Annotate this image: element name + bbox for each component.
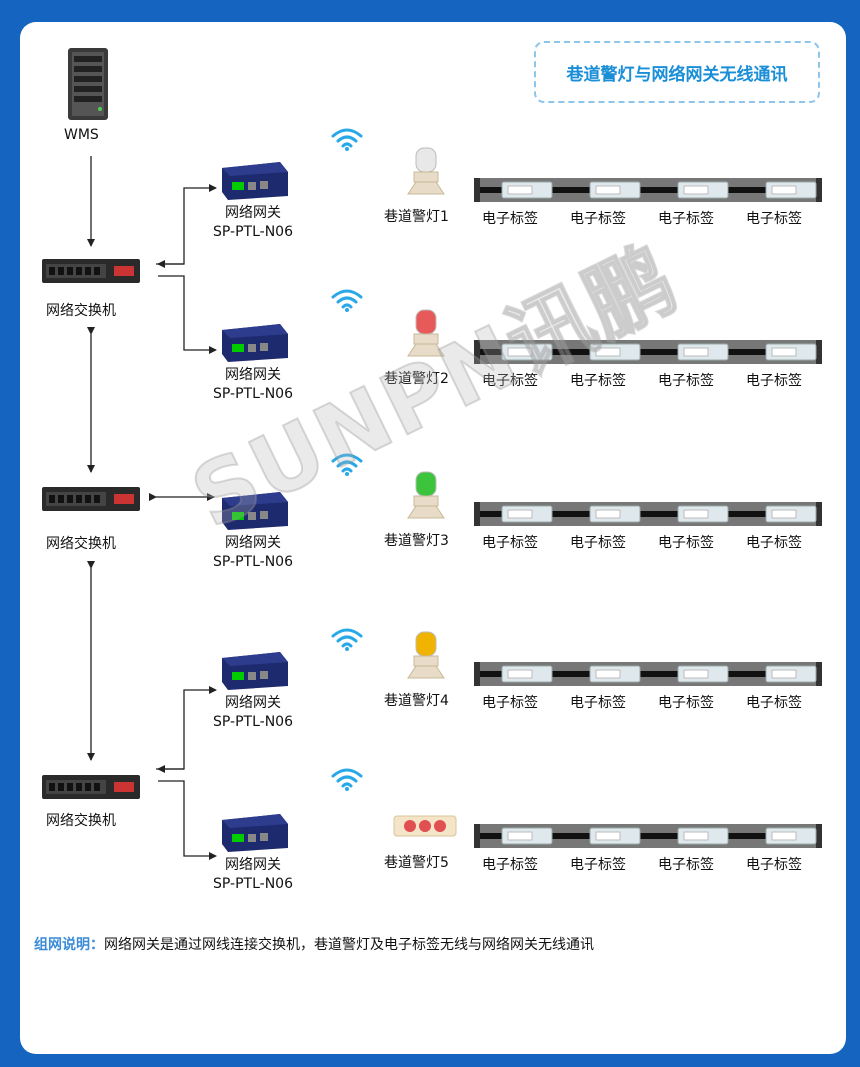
gateway-name-label: 网络网关: [225, 367, 281, 383]
wifi-icon: [331, 289, 363, 312]
electronic-tag-label: 电子标签: [482, 211, 538, 227]
electronic-tag-label: 电子标签: [570, 695, 626, 711]
server-icon: [68, 48, 108, 120]
gateway-model-label: SP-PTL-N06: [213, 876, 293, 892]
gateway-device-icon: [222, 814, 288, 852]
gateway-name-label: 网络网关: [225, 695, 281, 711]
electronic-tag-label: 电子标签: [658, 211, 714, 227]
gateway-device-icon: [222, 324, 288, 362]
electronic-tag-label: 电子标签: [746, 857, 802, 873]
electronic-tag-label: 电子标签: [658, 373, 714, 389]
aisle-light-label: 巷道警灯4: [384, 693, 449, 709]
electronic-tag-label: 电子标签: [482, 857, 538, 873]
electronic-tag-label: 电子标签: [570, 211, 626, 227]
gateway-device-icon: [222, 492, 288, 530]
shelf-rail-with-electronic-tags: [474, 178, 822, 202]
electronic-tag-label: 电子标签: [746, 535, 802, 551]
shelf-rail-with-electronic-tags: [474, 662, 822, 686]
electronic-tag-label: 电子标签: [570, 857, 626, 873]
gateway-device-icon: [222, 162, 288, 200]
gateway-model-label: SP-PTL-N06: [213, 554, 293, 570]
electronic-tag-label: 电子标签: [482, 695, 538, 711]
aisle-light-label: 巷道警灯1: [384, 209, 449, 225]
switch-label-3: 网络交换机: [46, 813, 116, 829]
network-switch-icon: [42, 775, 140, 799]
gateway-model-label: SP-PTL-N06: [213, 386, 293, 402]
gateway-model-label: SP-PTL-N06: [213, 714, 293, 730]
network-switch-icon: [42, 487, 140, 511]
gateway-name-label: 网络网关: [225, 535, 281, 551]
electronic-tag-label: 电子标签: [658, 857, 714, 873]
aisle-light-label: 巷道警灯5: [384, 855, 449, 871]
network-switch-icon: [42, 259, 140, 283]
electronic-tag-label: 电子标签: [482, 373, 538, 389]
switch-label-2: 网络交换机: [46, 536, 116, 552]
gateway-model-label: SP-PTL-N06: [213, 224, 293, 240]
wifi-icon: [331, 628, 363, 651]
wifi-icon: [331, 128, 363, 151]
aisle-warning-light-icon: [393, 815, 457, 837]
electronic-tag-label: 电子标签: [746, 211, 802, 227]
diagram-title: 巷道警灯与网络网关无线通讯: [534, 41, 820, 103]
aisle-warning-light-icon: [407, 631, 445, 679]
electronic-tag-label: 电子标签: [482, 535, 538, 551]
note-text: 网络网关是通过网线连接交换机，巷道警灯及电子标签无线与网络网关无线通讯: [104, 937, 594, 953]
switch-label-1: 网络交换机: [46, 303, 116, 319]
electronic-tag-label: 电子标签: [658, 695, 714, 711]
shelf-rail-with-electronic-tags: [474, 824, 822, 848]
electronic-tag-label: 电子标签: [570, 373, 626, 389]
aisle-light-label: 巷道警灯3: [384, 533, 449, 549]
network-note: 组网说明：网络网关是通过网线连接交换机，巷道警灯及电子标签无线与网络网关无线通讯: [34, 934, 594, 954]
gateway-device-icon: [222, 652, 288, 690]
aisle-warning-light-icon: [407, 147, 445, 195]
aisle-light-label: 巷道警灯2: [384, 371, 449, 387]
electronic-tag-label: 电子标签: [746, 695, 802, 711]
electronic-tag-label: 电子标签: [658, 535, 714, 551]
wifi-icon: [331, 768, 363, 791]
shelf-rail-with-electronic-tags: [474, 502, 822, 526]
aisle-warning-light-icon: [407, 471, 445, 519]
shelf-rail-with-electronic-tags: [474, 340, 822, 364]
aisle-warning-light-icon: [407, 309, 445, 357]
gateway-name-label: 网络网关: [225, 205, 281, 221]
wifi-icon: [331, 453, 363, 476]
wms-label: WMS: [64, 127, 99, 143]
gateway-name-label: 网络网关: [225, 857, 281, 873]
note-key: 组网说明：: [34, 937, 104, 953]
electronic-tag-label: 电子标签: [746, 373, 802, 389]
electronic-tag-label: 电子标签: [570, 535, 626, 551]
